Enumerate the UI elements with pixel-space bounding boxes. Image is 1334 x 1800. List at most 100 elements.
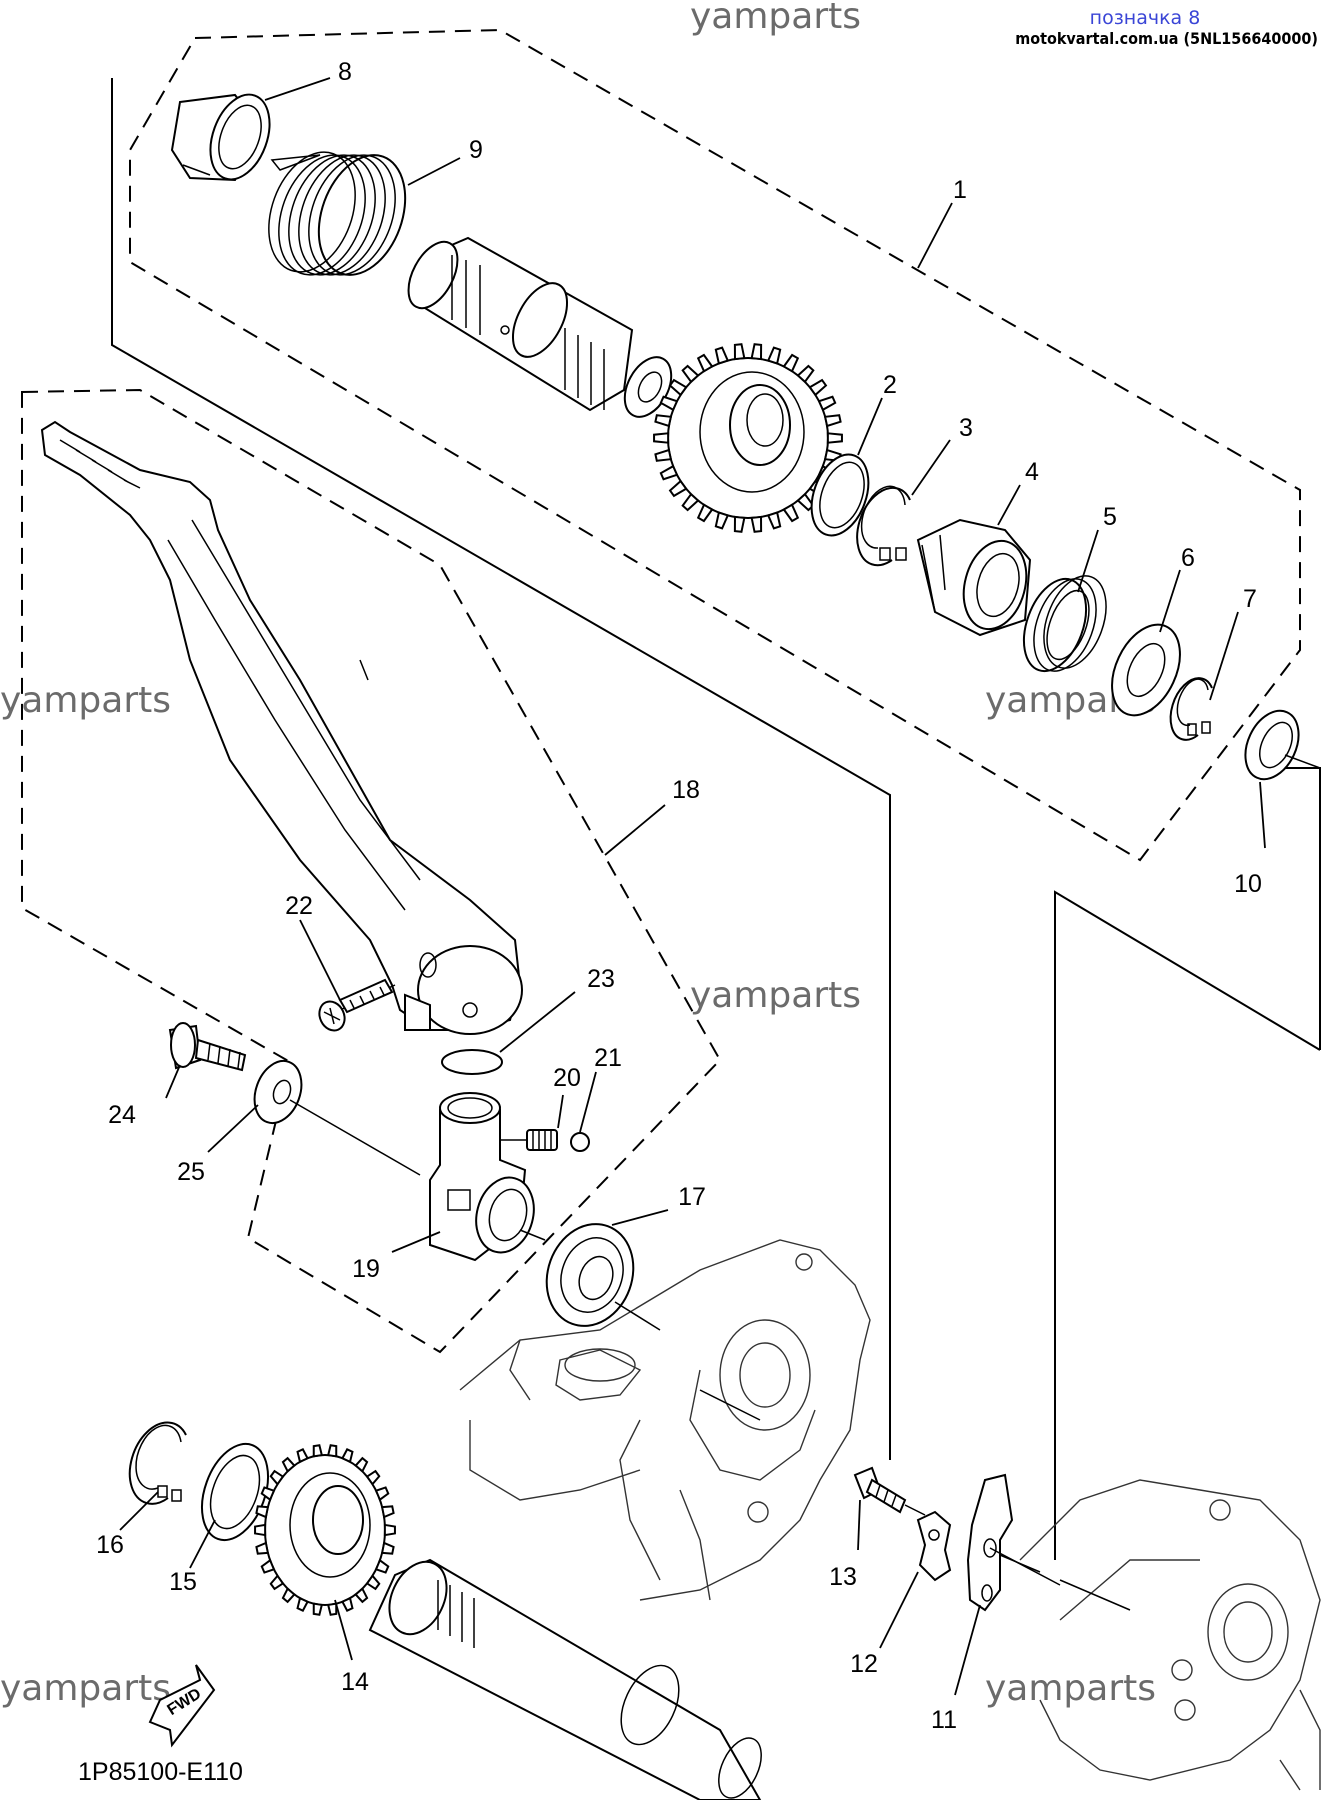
gear-tooth xyxy=(296,1448,309,1464)
collar-part-8 xyxy=(170,93,271,182)
gear-tooth xyxy=(714,511,730,530)
gear-tooth xyxy=(653,432,670,444)
gear-tooth xyxy=(782,353,800,373)
gear-tooth xyxy=(681,364,700,384)
gear-tooth xyxy=(380,1505,395,1519)
callout-9: 9 xyxy=(469,136,483,164)
gear-tooth xyxy=(269,1574,285,1591)
gear-tooth xyxy=(654,448,673,462)
bolt-part-24 xyxy=(168,1022,247,1072)
gear-tooth xyxy=(383,1523,396,1537)
callout-17: 17 xyxy=(678,1183,706,1211)
callout-8: 8 xyxy=(338,58,352,86)
gear-tooth xyxy=(714,346,730,365)
callout-2: 2 xyxy=(883,371,897,399)
gear-tooth xyxy=(255,1505,270,1519)
group-1-boundary xyxy=(129,28,1301,862)
washer-part-6 xyxy=(1111,623,1181,717)
ratchet-part-4 xyxy=(916,518,1032,637)
gear-tooth xyxy=(326,1444,338,1458)
gear-tooth xyxy=(659,395,679,412)
watermark-left: yamparts xyxy=(0,680,171,721)
callout-18: 18 xyxy=(672,776,700,804)
gear-tooth xyxy=(365,1469,381,1486)
gear-tooth xyxy=(668,378,688,397)
gear-tooth xyxy=(659,464,679,481)
callout-4: 4 xyxy=(1025,458,1039,486)
idler-gear-teeth xyxy=(254,1444,396,1616)
washer-part-15 xyxy=(201,1442,269,1542)
alignment-lines xyxy=(289,754,1321,1611)
gear-tooth xyxy=(782,503,800,523)
fwd-arrow-icon: FWD xyxy=(148,1664,216,1748)
gear-tooth xyxy=(260,1486,276,1502)
gear-tooth xyxy=(766,346,782,365)
callout-10: 10 xyxy=(1234,870,1262,898)
gear-tooth xyxy=(281,1587,296,1604)
watermark-bottom-right: yamparts xyxy=(985,1668,1156,1709)
callout-13: 13 xyxy=(829,1563,857,1591)
callout-6: 6 xyxy=(1181,544,1195,572)
gear-tooth xyxy=(681,492,700,512)
gear-tooth xyxy=(255,1541,270,1555)
callout-3: 3 xyxy=(959,414,973,442)
callout-1: 1 xyxy=(953,176,967,204)
callout-22: 22 xyxy=(285,892,313,920)
gear-tooth xyxy=(312,1444,324,1458)
gear-tooth xyxy=(341,1448,354,1464)
gear-tooth xyxy=(374,1558,390,1574)
bolt-part-13 xyxy=(853,1466,907,1514)
callout-12: 12 xyxy=(850,1650,878,1678)
callout-16: 16 xyxy=(96,1531,124,1559)
gear-tooth xyxy=(823,414,842,428)
gear-tooth xyxy=(312,1602,324,1616)
gear-tooth xyxy=(269,1469,285,1486)
gear-tooth xyxy=(354,1456,369,1473)
kick-axle-lower xyxy=(368,1558,762,1800)
gear-tooth xyxy=(766,511,782,530)
spring-part-20 xyxy=(500,1129,558,1151)
crankcase-outline xyxy=(459,1239,871,1601)
callout-11: 11 xyxy=(931,1706,957,1734)
group-18-boundary xyxy=(21,388,722,1354)
kick-boss-part-19 xyxy=(429,1092,535,1262)
gear-tooth xyxy=(750,515,763,533)
circlip-part-7 xyxy=(1169,677,1213,741)
gear-tooth xyxy=(733,515,746,533)
washer-part-25 xyxy=(253,1060,303,1124)
watermark-bottom-left: yamparts xyxy=(0,1668,171,1709)
engine-cover-outline xyxy=(1019,1479,1321,1791)
ball-part-21 xyxy=(570,1132,590,1152)
gear-tooth xyxy=(668,479,688,498)
gear-tooth xyxy=(260,1558,276,1574)
washer-plate-part-12 xyxy=(916,1510,952,1582)
gear-tooth xyxy=(826,432,843,444)
callout-14: 14 xyxy=(341,1668,369,1696)
gear-tooth xyxy=(354,1587,369,1604)
o-ring-part-23 xyxy=(441,1049,503,1075)
gear-tooth xyxy=(817,395,837,412)
callout-15: 15 xyxy=(169,1568,197,1596)
gear-tooth xyxy=(254,1523,267,1537)
plate-part-11 xyxy=(966,1473,1061,1612)
washer-part-10 xyxy=(1244,709,1300,781)
gear-tooth xyxy=(808,378,828,397)
torsion-spring-part-9 xyxy=(268,151,407,276)
gear-tooth xyxy=(296,1596,309,1612)
callout-24: 24 xyxy=(108,1101,136,1129)
callout-19: 19 xyxy=(352,1255,380,1283)
callout-7: 7 xyxy=(1243,585,1257,613)
washer-part-2 xyxy=(810,453,870,537)
bookmark-label: позначка 8 xyxy=(1090,7,1201,29)
gear-tooth xyxy=(696,353,714,373)
idler-gear-part-14 xyxy=(254,1444,396,1616)
kick-crank-part-18 xyxy=(40,420,523,1035)
gear-tooth xyxy=(380,1541,395,1555)
kick-shaft-part-1 xyxy=(407,236,673,418)
watermark-center: yamparts xyxy=(690,975,861,1016)
watermark-top: yamparts xyxy=(690,0,861,37)
callout-21: 21 xyxy=(594,1044,622,1072)
site-label: motokvartal.com.ua (5NL156640000) xyxy=(1015,29,1318,48)
gear-tooth xyxy=(733,343,746,361)
